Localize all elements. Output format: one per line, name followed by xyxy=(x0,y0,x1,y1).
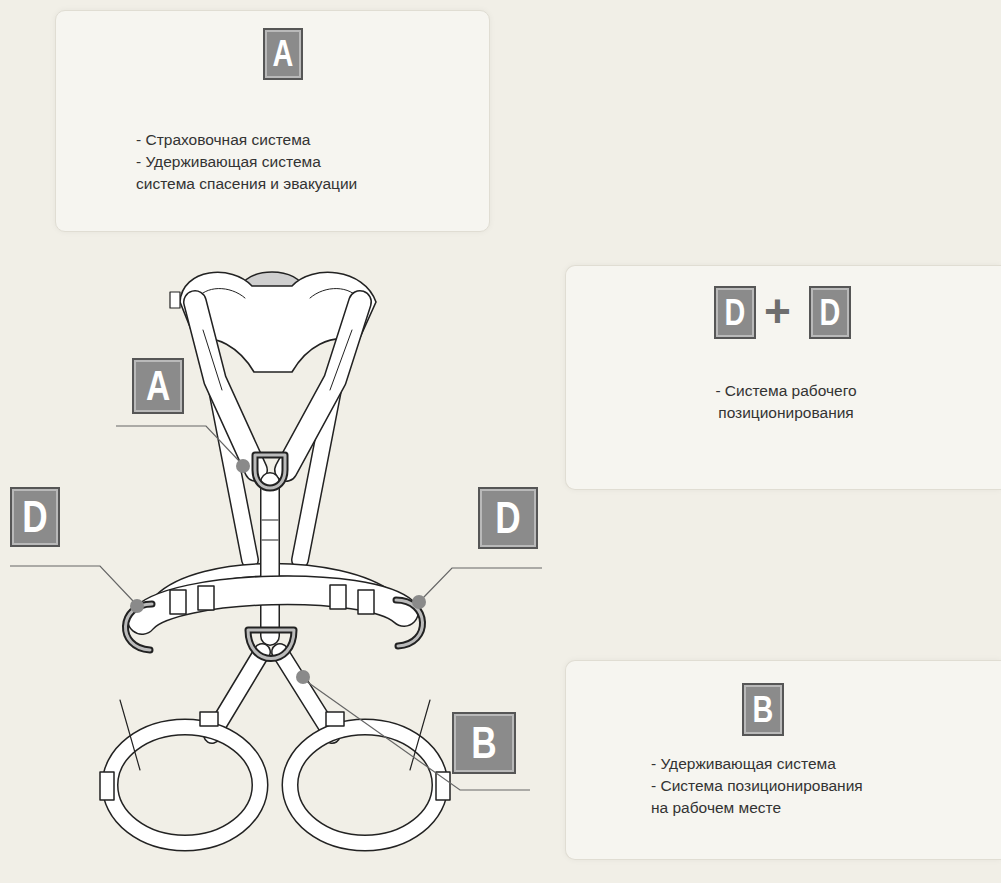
panel-text: - Система позиционирования на рабочем ме… xyxy=(651,775,876,819)
callout-letter: A xyxy=(273,36,294,72)
letter-box: D xyxy=(809,286,851,339)
info-panel: - Страховочная система- Удерживающая сис… xyxy=(55,10,490,232)
callout-letter: D xyxy=(820,295,841,331)
info-panel: + - Система рабочего позиционирования D D xyxy=(565,265,1001,490)
letter-box: B xyxy=(742,683,784,736)
letter-box: D xyxy=(10,487,60,547)
letter-box: A xyxy=(132,358,184,414)
plus-sign: + xyxy=(764,288,791,334)
letter-box: B xyxy=(452,712,516,774)
panel-text: - Удерживающая система xyxy=(651,753,876,775)
panel-text: - Система рабочего позиционирования xyxy=(696,380,876,424)
panel-text: - Страховочная система xyxy=(136,129,376,151)
letter-box: D xyxy=(714,286,756,339)
callout-letter: D xyxy=(495,496,520,540)
callout-dots xyxy=(130,459,426,684)
letter-box: D xyxy=(478,487,538,549)
callout-letter: B xyxy=(753,692,774,728)
info-panel: - Удерживающая система- Система позицион… xyxy=(565,660,1001,860)
callout-letter: B xyxy=(471,721,496,765)
callout-letter: D xyxy=(725,295,746,331)
letter-box: A xyxy=(263,28,303,80)
panel-text: - Удерживающая система система спасения … xyxy=(136,151,376,195)
callout-letter: A xyxy=(146,365,170,407)
callout-letter: D xyxy=(22,495,47,539)
leader-lines xyxy=(10,426,542,790)
